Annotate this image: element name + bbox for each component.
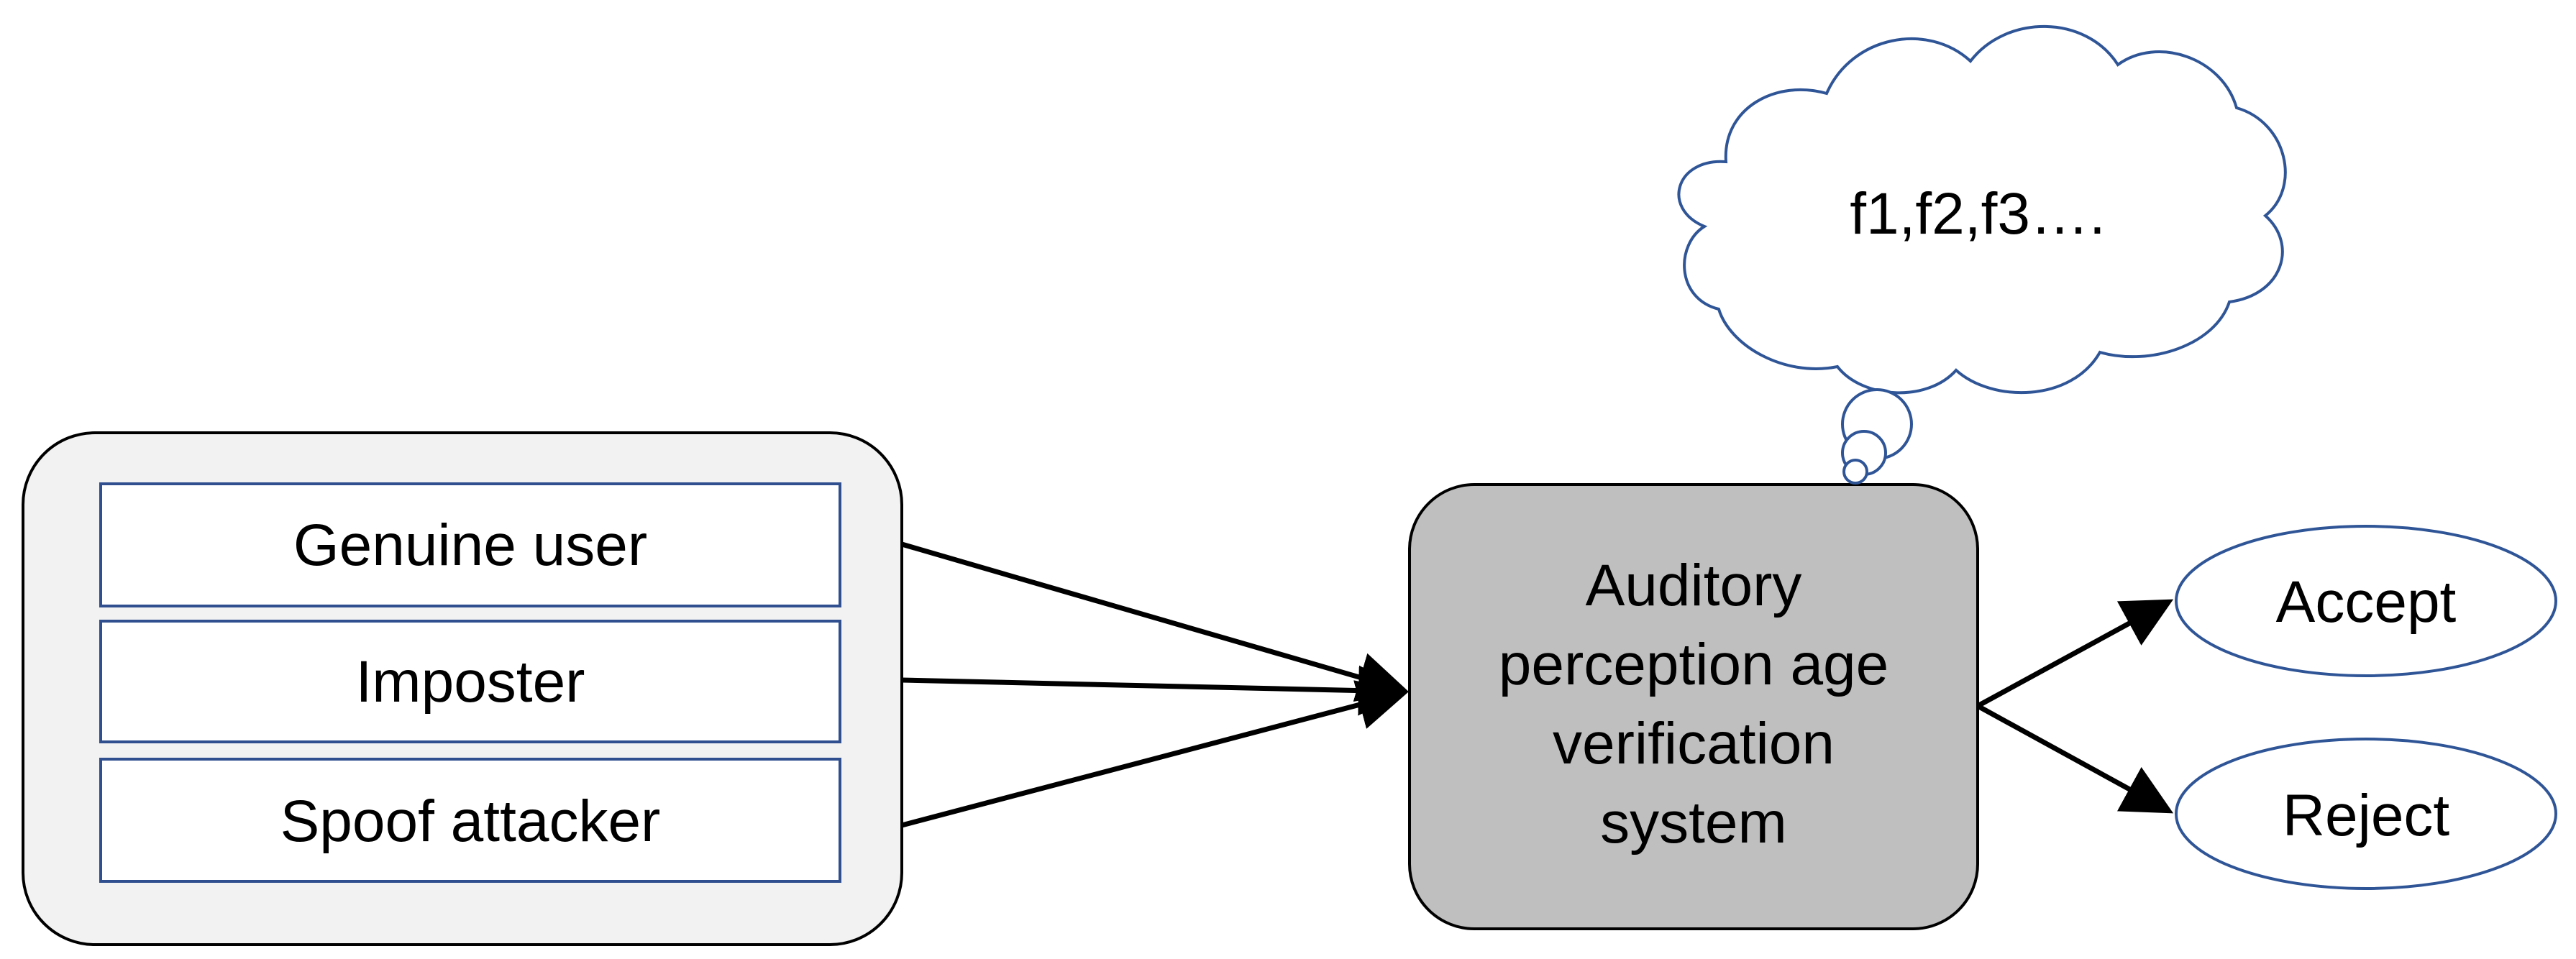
source-item-spoof-attacker: Spoof attacker	[99, 758, 841, 883]
outcome-accept: Accept	[2175, 525, 2557, 677]
arrow-imposter-to-system	[901, 665, 1409, 716]
thought-features-label: f1,f2,f3….	[1850, 181, 2106, 247]
arrow-system-to-reject	[1976, 703, 2174, 814]
system-label-line-1: Auditory	[1586, 553, 1802, 618]
arrow-spoof-to-system	[901, 680, 1409, 828]
thought-bubble-small	[1842, 459, 1868, 485]
source-item-genuine-user: Genuine user	[99, 482, 841, 607]
outcome-reject-label: Reject	[2283, 783, 2450, 848]
system-label-line-3: verification	[1553, 711, 1835, 776]
source-item-imposter: Imposter	[99, 620, 841, 743]
outcome-reject: Reject	[2175, 738, 2557, 890]
system-label-line-4: system	[1600, 790, 1787, 855]
thought-cloud: f1,f2,f3….	[1677, 24, 2287, 395]
outcome-accept-label: Accept	[2276, 569, 2457, 635]
arrow-genuine-to-system	[901, 541, 1409, 702]
system-label-line-2: perception age	[1499, 632, 1889, 697]
source-item-label: Spoof attacker	[280, 789, 661, 854]
source-item-label: Imposter	[356, 649, 585, 715]
source-item-label: Genuine user	[293, 513, 647, 578]
verification-system-box	[1408, 483, 1979, 930]
arrow-system-to-accept	[1976, 599, 2174, 709]
